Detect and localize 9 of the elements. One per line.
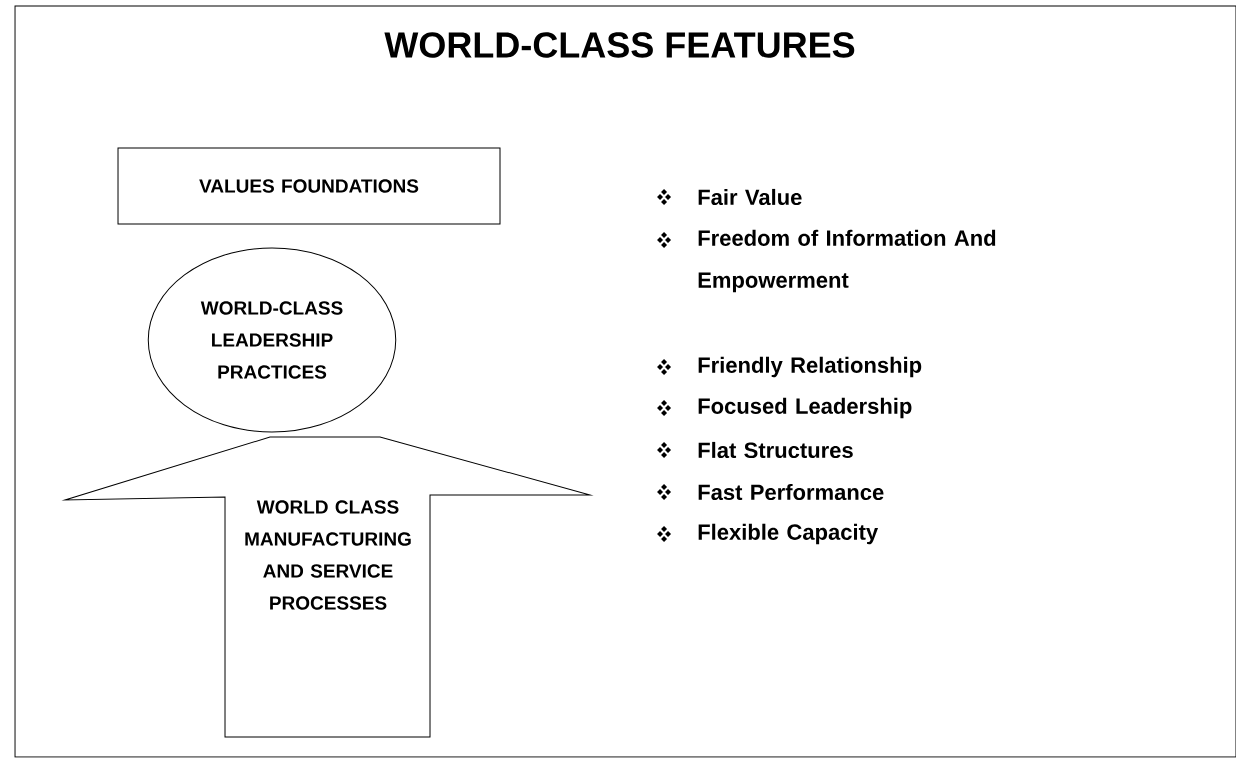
list-item: Flexible Capacity xyxy=(698,523,879,545)
list-item: Fast Performance xyxy=(698,483,884,501)
list-item: Flat Structures xyxy=(698,441,853,459)
list-item: Freedom of Information And Empowerment xyxy=(698,229,996,293)
title: WORLD-CLASS FEATURES xyxy=(384,32,855,58)
list-item: Focused Leadership xyxy=(698,397,912,419)
values-box: VALUES FOUNDATIONS xyxy=(117,147,501,225)
list-item: Friendly Relationship xyxy=(698,356,922,378)
list-item: Fair Value xyxy=(698,188,802,206)
